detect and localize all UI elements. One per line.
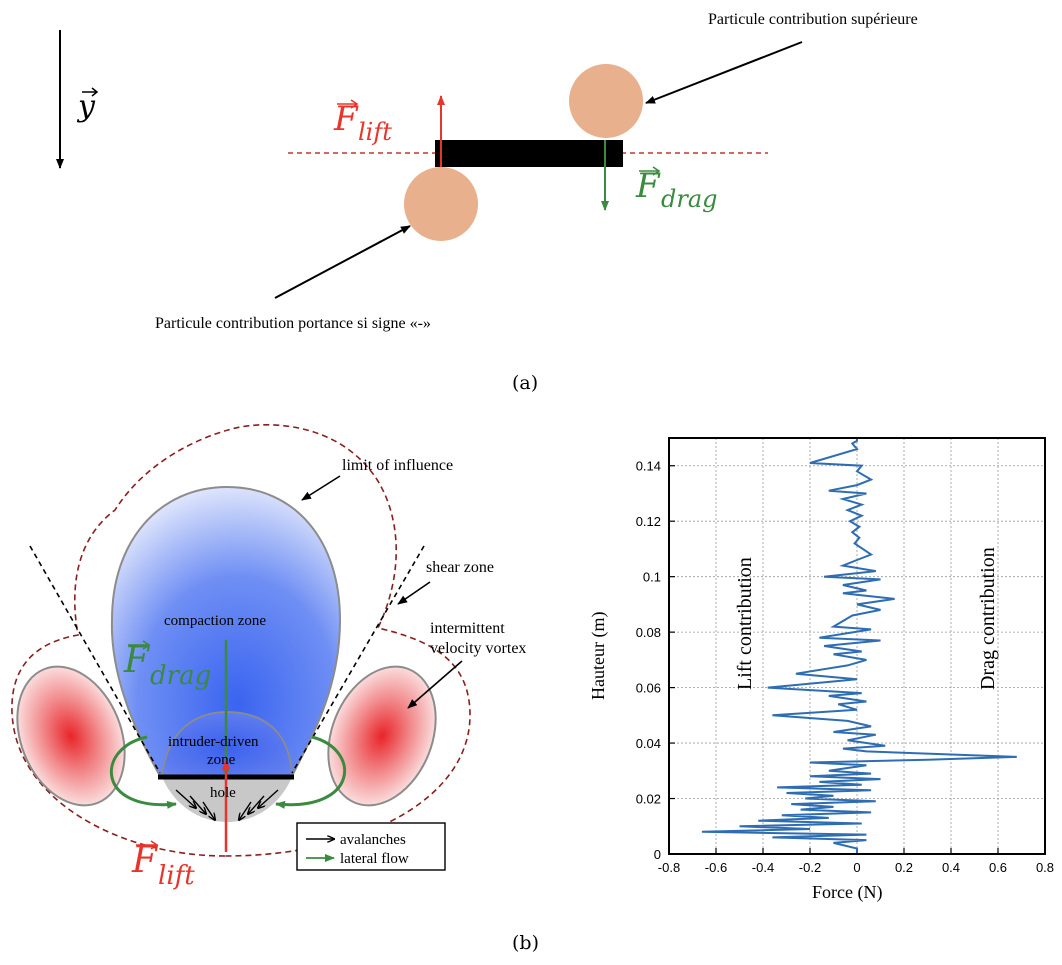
upper-particle-callout xyxy=(645,41,803,104)
intruder-zone-label-2: zone xyxy=(207,752,236,768)
upper-particle xyxy=(569,64,643,138)
shear-callout xyxy=(397,581,431,605)
shear-zone-right xyxy=(291,545,425,774)
y-tick-label: 0.08 xyxy=(636,625,661,640)
y-tick-label: 0.02 xyxy=(636,792,661,807)
panel-a: y F lift F drag Particule contri xyxy=(56,11,918,394)
vortex-label-2: velocity vortex xyxy=(430,640,526,657)
y-vector-head xyxy=(91,87,99,97)
x-tick-label: 0.4 xyxy=(942,860,960,875)
x-tick-label: -0.6 xyxy=(705,860,727,875)
legend-avalanche-label: avalanches xyxy=(340,832,406,848)
svg-text:drag: drag xyxy=(661,185,718,213)
caption-a: (a) xyxy=(512,372,538,394)
shear-zone-label: shear zone xyxy=(426,559,494,576)
limit-callout xyxy=(301,475,341,501)
y-tick-label: 0.04 xyxy=(636,736,661,751)
x-tick-label: 0.8 xyxy=(1036,860,1054,875)
svg-text:lift: lift xyxy=(158,861,195,891)
svg-text:lift: lift xyxy=(358,118,392,146)
chart-frame xyxy=(668,437,1046,855)
intruder-plate xyxy=(435,140,623,167)
intruder-zone-label-1: intruder-driven xyxy=(168,734,259,750)
lower-particle xyxy=(404,167,478,241)
lift-force-label: F lift xyxy=(333,99,392,146)
limit-of-influence-label: limit of influence xyxy=(342,457,453,474)
hole-label: hole xyxy=(210,785,236,801)
force-profile-line xyxy=(701,438,1017,854)
lower-particle-label: Particule contribution portance si signe… xyxy=(155,315,431,332)
left-vortex xyxy=(16,665,126,807)
y-tick-label: 0 xyxy=(654,847,661,862)
drag-force-label-b: F drag xyxy=(123,640,211,691)
vortex-label-1: intermittent xyxy=(430,620,505,637)
lift-force-label-b: F lift xyxy=(131,840,195,891)
x-tick-label: 0 xyxy=(853,860,860,875)
chart-y-axis-label: Hauteur (m) xyxy=(588,612,609,700)
x-tick-label: 0.6 xyxy=(989,860,1007,875)
y-tick-label: 0.12 xyxy=(636,514,661,529)
lower-particle-callout xyxy=(274,225,411,299)
x-tick-label: 0.2 xyxy=(895,860,913,875)
chart-tick-labels: -0.8 -0.6 -0.4 -0.2 0 0.2 0.4 0.6 0.8 0 0.02 0.04 0.… xyxy=(636,459,1054,875)
y-tick-label: 0.06 xyxy=(636,681,661,696)
shear-zone-left xyxy=(29,545,161,774)
compaction-zone xyxy=(110,485,342,777)
caption-b: (b) xyxy=(512,932,539,954)
avalanche-arrows xyxy=(175,789,279,820)
x-tick-label: -0.8 xyxy=(658,860,680,875)
lift-contribution-annotation: Lift contribution xyxy=(734,557,756,690)
diagram-legend: avalanches lateral flow xyxy=(296,822,446,871)
lateral-flow-left xyxy=(109,735,177,809)
limit-of-influence-outline xyxy=(11,423,471,857)
x-tick-label: -0.4 xyxy=(752,860,774,875)
drag-contribution-annotation: Drag contribution xyxy=(977,547,999,690)
y-tick-label: 0.14 xyxy=(636,459,661,474)
force-height-chart: -0.8 -0.6 -0.4 -0.2 0 0.2 0.4 0.6 0.8 0 0.02 0.04 0.… xyxy=(588,437,1054,903)
upper-particle-label: Particule contribution supérieure xyxy=(708,11,918,28)
panel-b-diagram: compaction zone intruder-driven zone hol… xyxy=(11,423,526,891)
y-axis-symbol: y xyxy=(76,89,96,124)
compaction-zone-label: compaction zone xyxy=(164,613,266,629)
drag-force-label: F drag xyxy=(635,166,718,213)
svg-text:drag: drag xyxy=(150,661,211,691)
legend-box xyxy=(296,822,446,871)
y-tick-label: 0.1 xyxy=(643,570,661,585)
lateral-flow-right xyxy=(275,735,347,809)
vortex-callout xyxy=(407,660,463,709)
legend-lateral-label: lateral flow xyxy=(340,851,409,867)
chart-x-axis-label: Force (N) xyxy=(812,882,882,903)
x-tick-label: -0.2 xyxy=(799,860,821,875)
